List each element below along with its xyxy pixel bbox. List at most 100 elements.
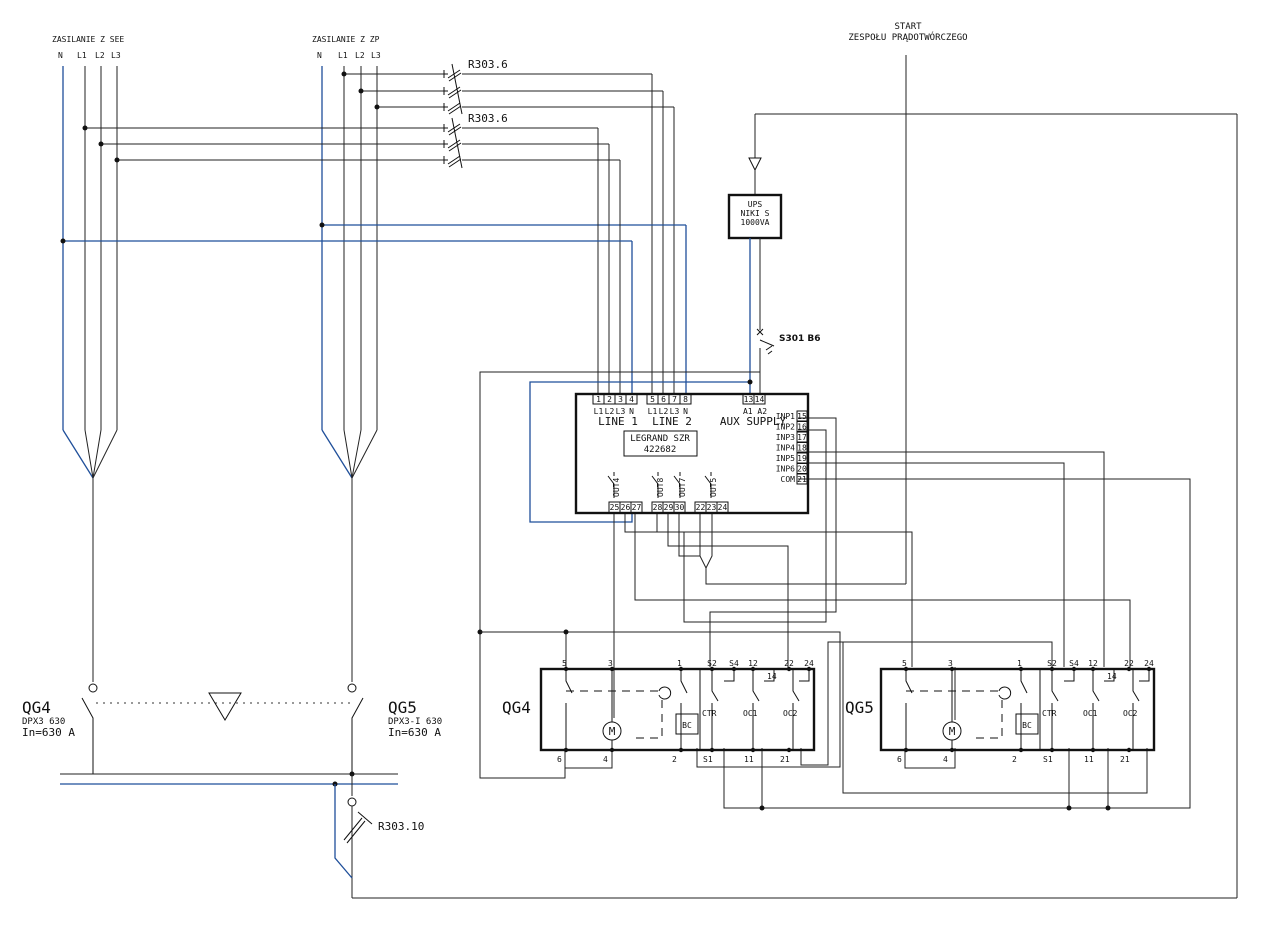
output-terminal-number: 28 — [653, 503, 663, 512]
fuse-label-upper: R303.6 — [468, 58, 508, 71]
breaker-bottom-terminal: S1 — [703, 755, 713, 764]
ups-label-line3: 1000VA — [741, 218, 770, 227]
breaker-top-terminal: S2 — [707, 659, 717, 668]
breaker-top-terminal: 5 — [902, 659, 907, 668]
breaker-top-terminal: 24 — [804, 659, 814, 668]
input-terminal-number: 15 — [797, 412, 807, 421]
aux-terminal-number: 14 — [755, 395, 765, 404]
output-terminal-number: 30 — [675, 503, 685, 512]
breaker-bottom-terminal: 21 — [1120, 755, 1130, 764]
fuse-group-upper — [443, 63, 463, 115]
input-terminal-number: 20 — [797, 465, 807, 474]
main-switches — [60, 692, 1237, 899]
breaker-bottom-terminal: 11 — [744, 755, 754, 764]
terminal-dot — [1126, 666, 1132, 672]
output-terminal-number: 27 — [632, 503, 642, 512]
terminal-box — [753, 393, 766, 405]
bc-box — [1015, 713, 1039, 735]
zp-supply-bus — [321, 66, 378, 693]
input-terminal-number: 17 — [797, 433, 807, 442]
breaker-top-terminal: 12 — [1088, 659, 1098, 668]
qg4-block-name: QG4 — [502, 698, 531, 717]
input-label: INP1 — [776, 412, 795, 421]
breaker-bottom-terminal: 4 — [943, 755, 948, 764]
output-terminal-number: 24 — [718, 503, 728, 512]
line1-terminal-number: 4 — [629, 395, 634, 404]
qg4-type: DPX3 630 — [22, 717, 65, 727]
breaker-top-terminal: 12 — [748, 659, 758, 668]
oc1-label: OC1 — [1083, 709, 1098, 718]
input-terminal-number: 16 — [797, 423, 807, 432]
oc1-label: OC1 — [743, 709, 758, 718]
input-label: INP3 — [776, 433, 795, 442]
breaker-top-terminal: 1 — [677, 659, 682, 668]
zp-phase-n: N — [317, 51, 322, 60]
ups-circuit — [727, 55, 1238, 898]
qg5-name-left: QG5 — [388, 698, 417, 717]
see-phase-l3: L3 — [111, 51, 121, 60]
breaker-top-terminal: 3 — [608, 659, 613, 668]
legrand-label-line1: LEGRAND SZR — [630, 434, 690, 444]
output-terminal-number: 23 — [707, 503, 717, 512]
blue-loop-wire — [529, 381, 750, 523]
breaker-bottom-terminal: 6 — [897, 755, 902, 764]
out8-label: OUT8 — [656, 478, 665, 497]
input-label: COM — [781, 475, 796, 484]
fuse-label-r303-10: R303.10 — [378, 820, 424, 833]
line1-terminal-number: 1 — [596, 395, 601, 404]
breaker-top-terminal: S4 — [729, 659, 739, 668]
terminal-dot — [1126, 747, 1132, 753]
supply-zp-label: ZASILANIE Z ZP — [312, 35, 380, 44]
breaker-terminal-14: 14 — [767, 672, 777, 681]
ups-label-line1: UPS — [748, 200, 763, 209]
breaker-top-terminal: 22 — [784, 659, 794, 668]
breaker-top-terminal: S2 — [1047, 659, 1057, 668]
supply-see-label: ZASILANIE Z SEE — [52, 35, 124, 44]
line1-phase-label: N — [629, 407, 634, 416]
terminal-box — [673, 501, 686, 514]
fuse-group-lower — [443, 117, 463, 169]
out5-label: OUT5 — [709, 478, 718, 497]
see-phase-n: N — [58, 51, 63, 60]
line2-phase-label: L3 — [670, 407, 680, 416]
breaker-top-terminal: 3 — [948, 659, 953, 668]
line1-phase-label: L2 — [605, 407, 615, 416]
qg5-type: DPX3-I 630 — [388, 717, 442, 727]
qg5-rating: In=630 A — [388, 726, 441, 739]
qg4-name-left: QG4 — [22, 698, 51, 717]
fuse-label-lower: R303.6 — [468, 112, 508, 125]
terminal-box — [630, 501, 643, 514]
ups-box — [727, 193, 783, 240]
line2-terminal-number: 8 — [683, 395, 688, 404]
terminal-dot — [786, 666, 792, 672]
breaker-top-terminal: 1 — [1017, 659, 1022, 668]
terminal-box — [796, 473, 808, 485]
input-terminal-number: 19 — [797, 454, 807, 463]
ups-label-line2: NIKI S — [741, 209, 770, 218]
bc-label: BC — [1022, 721, 1032, 730]
line2-terminal-number: 7 — [672, 395, 677, 404]
see-phase-l2: L2 — [95, 51, 105, 60]
aux-terminal-number: 13 — [744, 395, 754, 404]
line1-phase-label: L3 — [616, 407, 626, 416]
breaker-bottom-terminal: 2 — [1012, 755, 1017, 764]
qg5-block-name: QG5 — [845, 698, 874, 717]
breaker-bottom-terminal: S1 — [1043, 755, 1053, 764]
a1-a2-label: A1 A2 — [743, 407, 767, 416]
output-terminal-number: 26 — [621, 503, 631, 512]
line2-terminal-number: 5 — [650, 395, 655, 404]
input-label: INP6 — [776, 465, 795, 474]
line1-terminal-number: 3 — [618, 395, 623, 404]
terminal-box — [625, 393, 638, 405]
breaker-top-terminal: 22 — [1124, 659, 1134, 668]
start-label-line2: ZESPOŁU PRĄDOTWÓRCZEGO — [848, 31, 967, 43]
output-terminal-number: 22 — [696, 503, 706, 512]
oc2-label: OC2 — [1123, 709, 1138, 718]
qg4-rating: In=630 A — [22, 726, 75, 739]
breaker-bottom-terminal: 21 — [780, 755, 790, 764]
input-terminal-number: 21 — [797, 475, 807, 484]
